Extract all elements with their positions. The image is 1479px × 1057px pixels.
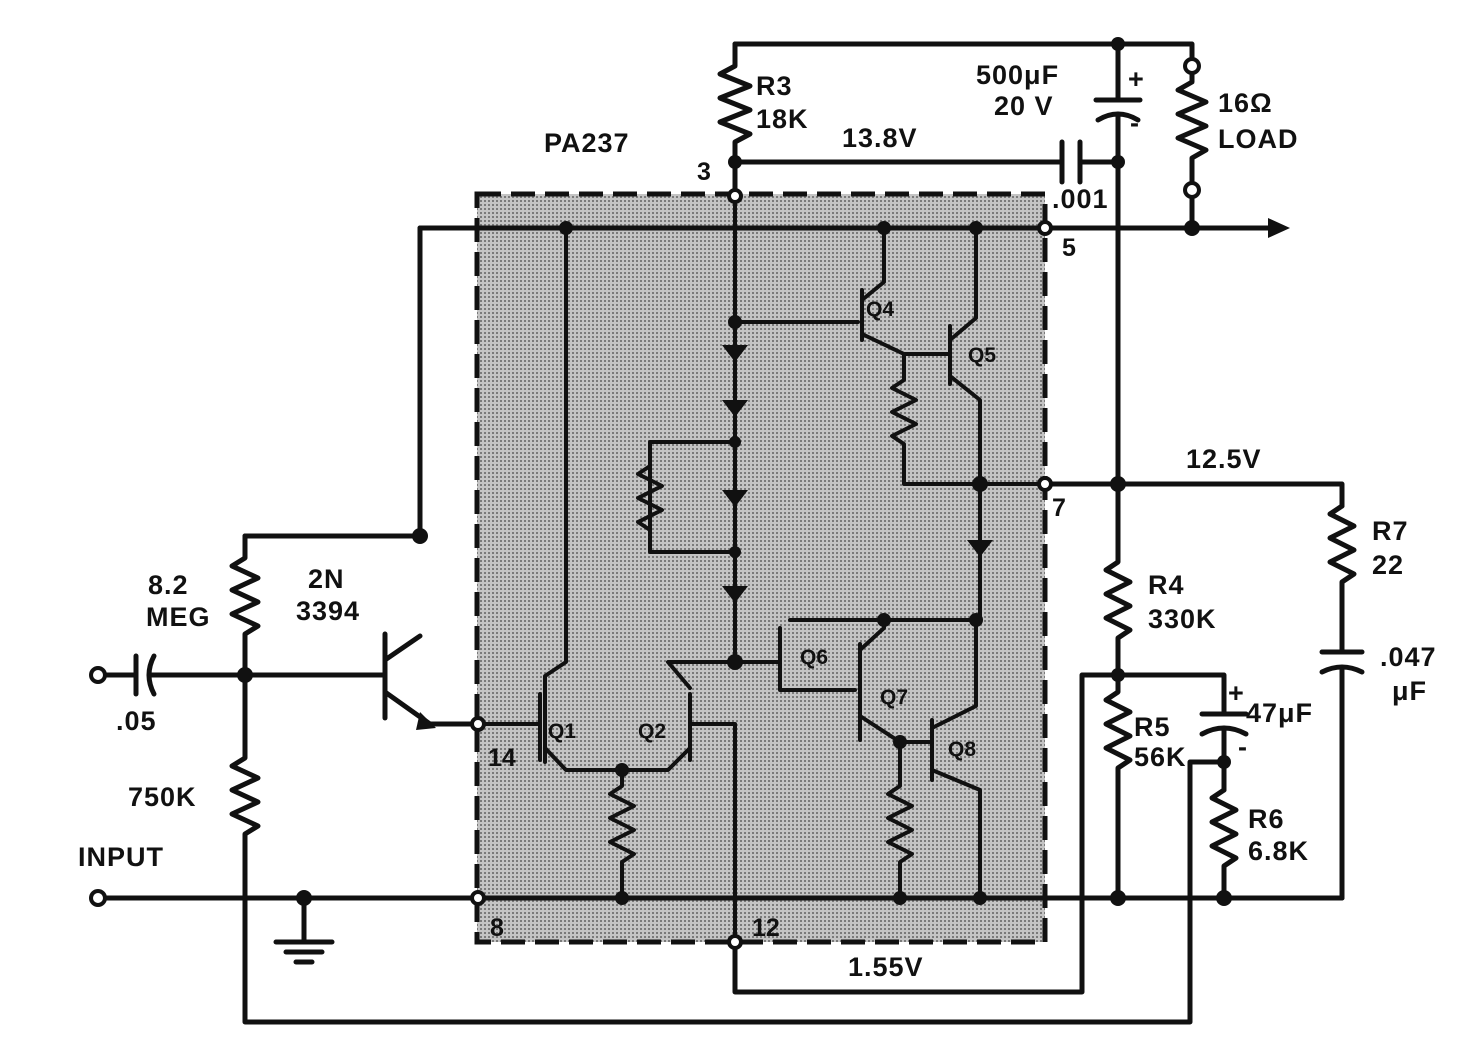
load-top-terminal	[1183, 57, 1201, 75]
c047-value: .047	[1380, 642, 1437, 672]
load-label: LOAD	[1218, 124, 1299, 154]
r7-value: 22	[1372, 550, 1404, 580]
pin5-terminal	[1037, 220, 1053, 236]
c47-minus: -	[1238, 732, 1248, 762]
v-pin7: 12.5V	[1186, 444, 1262, 474]
r3-ref: R3	[756, 71, 793, 101]
labels: PA237 3 5 7 14 8 12 R3 18K 13.8V 500μF 2…	[78, 60, 1437, 982]
r3-value: 18K	[756, 104, 809, 134]
r5-value: 56K	[1134, 742, 1187, 772]
input-signal-terminal	[89, 666, 107, 684]
v-pin3: 13.8V	[842, 123, 918, 153]
q7-label: Q7	[880, 686, 908, 709]
r4-ref: R4	[1148, 570, 1185, 600]
c047-unit: μF	[1392, 676, 1427, 706]
transistor-line1: 2N	[308, 564, 345, 594]
q5-label: Q5	[968, 344, 996, 367]
c-out-plus: +	[1128, 64, 1145, 94]
r-bias-bot-value: 750K	[128, 782, 197, 812]
r4-value: 330K	[1148, 604, 1217, 634]
ic-package	[474, 191, 1048, 945]
q1-label: Q1	[548, 720, 576, 743]
transistor-line2: 3394	[296, 596, 360, 626]
r5-ref: R5	[1134, 712, 1171, 742]
r-bias-top-unit: MEG	[146, 602, 211, 632]
r6-value: 6.8K	[1248, 836, 1309, 866]
c47-value: 47μF	[1246, 698, 1313, 728]
q2-label: Q2	[638, 720, 666, 743]
external-wiring	[97, 41, 1365, 1025]
q4-label: Q4	[866, 298, 894, 321]
terminals	[89, 57, 1201, 950]
pin8-label: 8	[490, 914, 504, 942]
c-out-minus: -	[1130, 108, 1140, 138]
pin14-label: 14	[488, 744, 516, 772]
pin3-label: 3	[697, 158, 711, 186]
c-out-value: 500μF	[976, 60, 1059, 90]
q8-label: Q8	[948, 738, 976, 761]
load-bottom-terminal	[1183, 181, 1201, 199]
pin7-label: 7	[1052, 494, 1066, 522]
v-pin12: 1.55V	[848, 952, 924, 982]
pin12-terminal	[727, 934, 743, 950]
r6-ref: R6	[1248, 804, 1285, 834]
r7-ref: R7	[1372, 516, 1409, 546]
pin5-label: 5	[1062, 234, 1076, 262]
pin14-terminal	[470, 716, 486, 732]
load-value: 16Ω	[1218, 88, 1273, 118]
c-out-voltage: 20 V	[994, 91, 1054, 121]
c-bypass-value: .001	[1052, 184, 1109, 214]
pin8-terminal	[470, 890, 486, 906]
c47-plus: +	[1228, 678, 1245, 708]
pin7-terminal	[1037, 476, 1053, 492]
input-label: INPUT	[78, 842, 164, 872]
r-bias-top-value: 8.2	[148, 570, 189, 600]
pin3-terminal	[727, 188, 743, 204]
pin12-label: 12	[752, 914, 780, 942]
junction-dots	[237, 37, 1232, 906]
ic-name: PA237	[544, 128, 630, 158]
q6-label: Q6	[800, 646, 828, 669]
c-in-value: .05	[116, 706, 157, 736]
input-ground-terminal	[89, 889, 107, 907]
